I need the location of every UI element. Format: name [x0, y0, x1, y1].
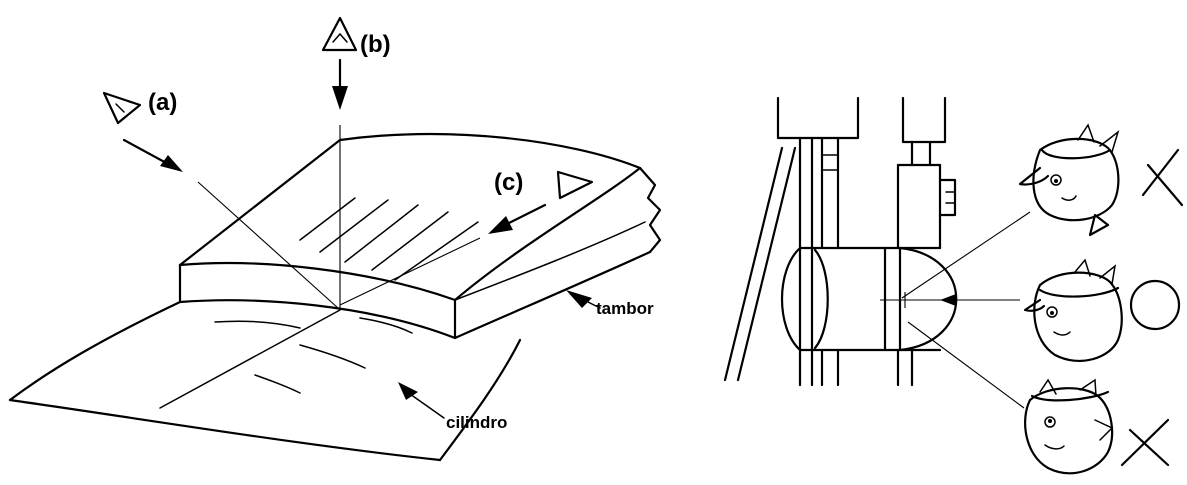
arrow-icon — [332, 86, 348, 110]
view-a: (a) — [102, 89, 339, 309]
arrow-icon — [940, 294, 956, 306]
eye-icon — [556, 170, 594, 200]
view-b: (b) — [321, 16, 391, 308]
view-b-label: (b) — [360, 31, 391, 58]
circle-mark-middle — [1129, 279, 1181, 331]
sight-line-top — [901, 211, 1031, 299]
tambor-label: tambor — [596, 299, 654, 318]
arrow-icon — [160, 155, 183, 172]
drum-cylinder-figure: (a) (b) (c) tambor — [8, 16, 662, 462]
cylinder-sheet — [8, 300, 522, 462]
arrow-icon — [566, 290, 592, 308]
cross-mark-top — [1141, 148, 1184, 207]
observer-face-top — [1018, 123, 1120, 237]
view-c: (c) — [339, 169, 594, 306]
gauge-reading-figure — [723, 96, 1184, 475]
eye-icon — [102, 91, 142, 125]
view-a-label: (a) — [148, 89, 177, 116]
drum-block — [178, 132, 662, 340]
observer-face-middle — [1023, 258, 1123, 362]
machine-frame — [723, 96, 957, 387]
tambor-callout: tambor — [566, 290, 654, 318]
observer-face-bottom — [1024, 378, 1114, 475]
sight-line-bottom — [907, 321, 1025, 409]
cilindro-label: cilindro — [446, 413, 507, 432]
arrow-icon — [398, 382, 418, 400]
eye-icon — [321, 16, 358, 52]
dial-gauge — [780, 246, 1005, 352]
cilindro-callout: cilindro — [398, 382, 507, 432]
view-c-label: (c) — [494, 169, 523, 196]
cross-mark-bottom — [1120, 418, 1170, 467]
arrow-icon — [488, 216, 513, 234]
